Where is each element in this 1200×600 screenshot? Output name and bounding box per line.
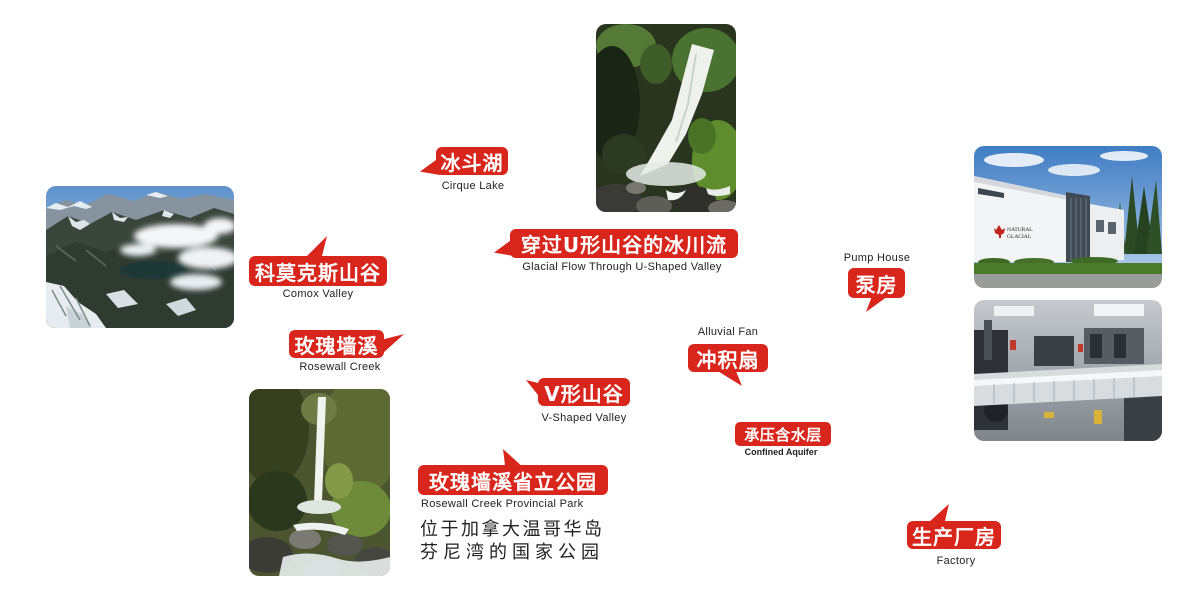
glacial-waterfall-photo [596, 24, 736, 212]
machine-accents [1010, 340, 1102, 424]
label-alluvial-fan: 冲积扇 [688, 344, 768, 372]
rosewall-creek-waterfall-illustration [249, 389, 390, 576]
lake [120, 261, 188, 279]
label-provincial-park: 玫瑰墙溪省立公园 [418, 465, 608, 495]
comox-valley-aerial-illustration [46, 186, 234, 328]
factory-sign-line-1: NATURAL [1007, 227, 1033, 233]
caption-alluvial-fan: Alluvial Fan [697, 326, 759, 338]
callout-pointer-comox-valley [305, 236, 327, 258]
waterfall [297, 397, 341, 514]
caption-provincial-park: Rosewall Creek Provincial Park [421, 498, 584, 510]
label-glacial-flow: 穿过U形山谷的冰川流 [510, 229, 738, 258]
caption-confined-aquifer: Confined Aquifer [744, 447, 818, 457]
label-factory: 生产厂房 [907, 521, 1001, 549]
factory-exterior-photo: NATURAL GLACIAL [974, 146, 1162, 288]
rosewall-creek-waterfall-photo [249, 389, 390, 576]
callout-pointer-pump-house [866, 296, 889, 312]
creek-rocks [249, 522, 390, 576]
landscaping [974, 257, 1162, 288]
snowy-slope [46, 282, 196, 328]
bottling-line-photo [974, 300, 1162, 441]
label-comox-valley: 科莫克斯山谷 [249, 256, 387, 286]
label-v-shaped-valley: V形山谷 [538, 378, 630, 406]
cloud-bank [120, 218, 234, 290]
caption-factory: Factory [936, 555, 976, 567]
caption-cirque-lake: Cirque Lake [441, 180, 505, 192]
maple-leaf-icon [994, 225, 1005, 238]
forest-foliage [249, 389, 390, 537]
provincial-park-description-line-2: 芬尼湾的国家公园 [420, 542, 604, 563]
factory-building [974, 176, 1124, 262]
provincial-park-description-line-1: 位于加拿大温哥华岛 [420, 519, 605, 540]
river-rocks [596, 182, 736, 212]
comox-valley-aerial-photo [46, 186, 234, 328]
factory-exterior-illustration: NATURAL GLACIAL [974, 146, 1162, 288]
factory-sign-line-2: GLACIAL [1007, 234, 1032, 240]
clouds [984, 151, 1148, 176]
caption-comox-valley: Comox Valley [282, 288, 354, 300]
callout-pointer-rosewall-creek [381, 334, 404, 355]
label-confined-aquifer: 承压含水层 [735, 422, 831, 446]
caption-pump-house: Pump House [843, 252, 911, 264]
factory-sign: NATURAL GLACIAL [994, 225, 1033, 240]
bottling-line-illustration [974, 300, 1162, 441]
label-pump-house: 泵房 [848, 268, 905, 298]
conveyor-line [974, 364, 1162, 406]
glacial-waterfall-illustration [596, 24, 736, 212]
label-rosewall-creek: 玫瑰墙溪 [289, 330, 384, 358]
caption-v-shaped-valley: V-Shaped Valley [541, 412, 627, 424]
label-cirque-lake: 冰斗湖 [436, 147, 508, 175]
waterfall [626, 44, 714, 186]
caption-glacial-flow: Glacial Flow Through U-Shaped Valley [522, 261, 722, 273]
caption-rosewall-creek: Rosewall Creek [299, 361, 381, 373]
ceiling-lights [994, 304, 1144, 316]
